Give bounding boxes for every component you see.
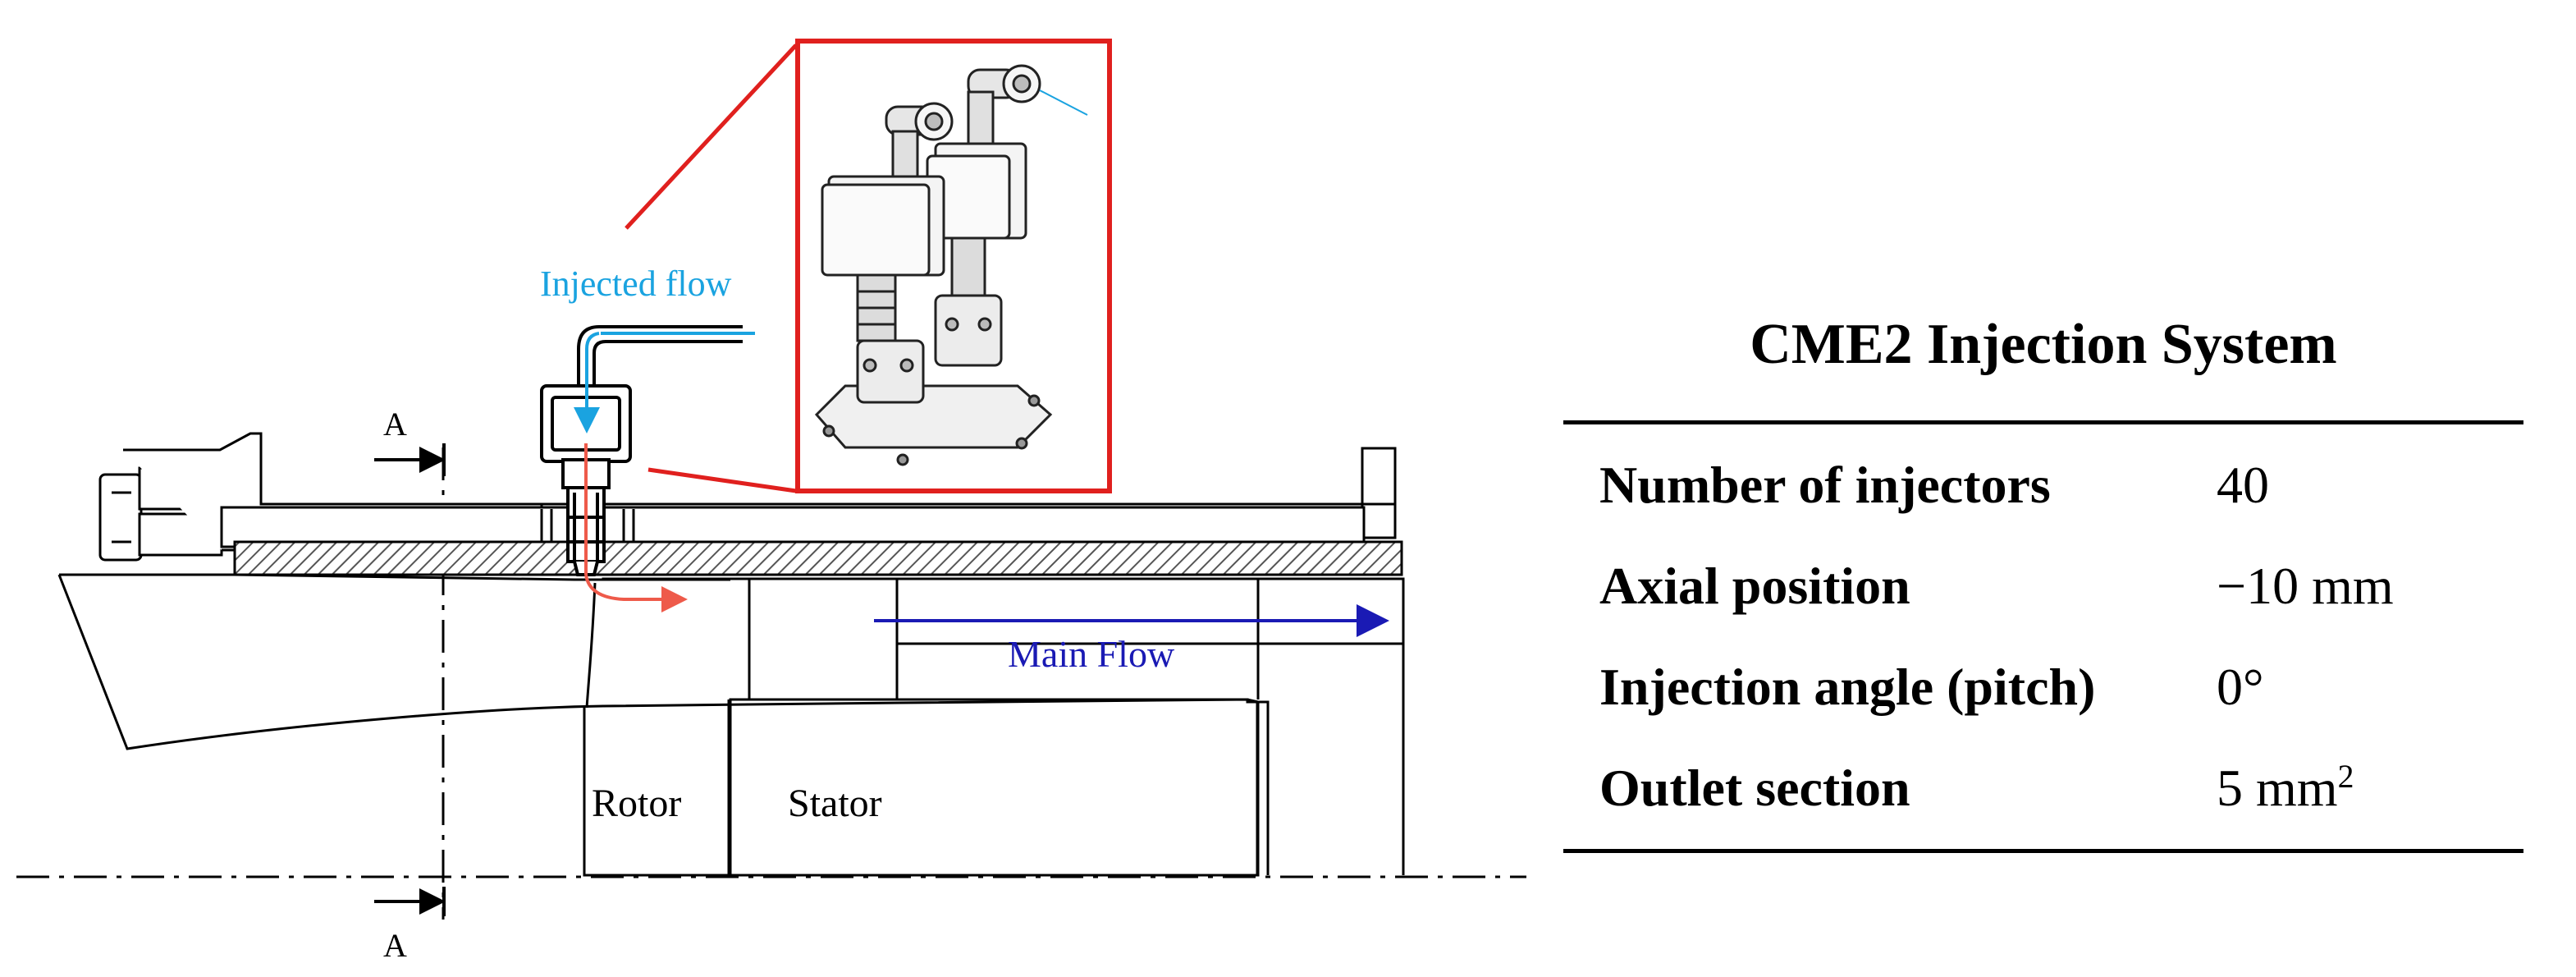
table-row: Number of injectors 40 (1563, 423, 2523, 537)
rotor-label: Rotor (592, 782, 681, 825)
table-row: Axial position −10 mm (1563, 536, 2523, 637)
param-name: Axial position (1599, 557, 1910, 615)
param-value: 0° (2217, 658, 2264, 716)
flow-path-outline (57, 573, 1405, 877)
main-flow-label: Main Flow (1008, 633, 1175, 675)
injection-system-spec-panel: CME2 Injection System Number of injector… (1563, 312, 2523, 853)
injection-jet (584, 443, 688, 612)
table-row: Outlet section 5 mm2 (1563, 738, 2523, 851)
casing-liner-hatched (233, 540, 1403, 576)
casing-structure (98, 432, 1397, 562)
section-a-marker-top (374, 443, 446, 476)
injected-flow-label: Injected flow (540, 264, 732, 304)
injected-flow-path (574, 332, 755, 433)
param-value: −10 mm (2217, 557, 2394, 615)
spec-table: Number of injectors 40 Axial position −1… (1563, 420, 2523, 853)
section-a-label-top: A (383, 406, 407, 443)
param-value-superscript: 2 (2337, 759, 2354, 796)
spec-table-title: CME2 Injection System (1750, 313, 2337, 376)
section-a-marker-bottom (374, 887, 446, 916)
param-value: 5 mm2 (2217, 738, 2523, 851)
param-name: Injection angle (pitch) (1599, 658, 2096, 716)
table-row: Injection angle (pitch) 0° (1563, 637, 2523, 738)
param-value: 40 (2217, 456, 2269, 514)
param-value-text: 5 mm (2217, 759, 2338, 817)
section-a-label-bottom: A (383, 927, 407, 964)
param-name: Outlet section (1599, 759, 1910, 817)
stator-label: Stator (788, 782, 882, 825)
zoom-callout-lines (625, 44, 798, 493)
injector-3d-render (814, 64, 1088, 466)
param-name: Number of injectors (1599, 456, 2051, 514)
